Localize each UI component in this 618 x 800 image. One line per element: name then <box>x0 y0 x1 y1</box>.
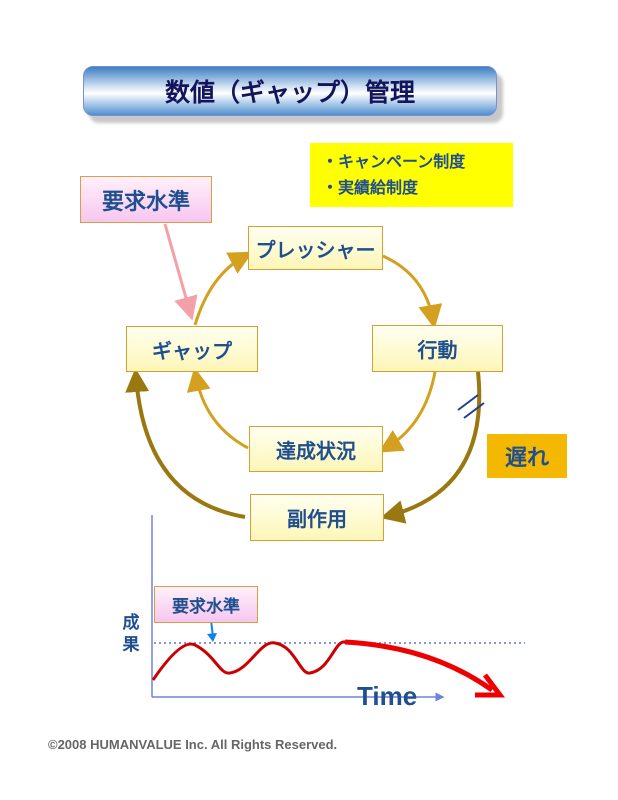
x-axis-label: Time <box>357 681 418 711</box>
note-item: ・実績給制度 <box>322 178 419 197</box>
arrow-achievement-to-gap <box>186 367 249 450</box>
delay-mark <box>457 394 479 411</box>
note-item: ・キャンペーン制度 <box>322 152 466 171</box>
delay-mark <box>463 402 485 419</box>
arrow-side-effect-to-gap <box>125 368 246 519</box>
down-arrow-head <box>207 633 217 642</box>
arrow-action-to-achievement <box>378 371 437 453</box>
arrow-requirement-to-gap <box>163 223 198 321</box>
page-title: 数値（ギャップ）管理 <box>83 66 497 116</box>
gap-box: ギャップ <box>126 326 258 372</box>
pressure-box: プレッシャー <box>248 226 383 270</box>
arrow-pressure-to-action <box>382 254 443 329</box>
achievement-box: 達成状況 <box>249 426 383 472</box>
requirement-box: 要求水準 <box>80 176 212 223</box>
incentive-note: ・キャンペーン制度 ・実績給制度 <box>310 143 513 207</box>
arrow-action-to-side-effect <box>380 371 482 524</box>
performance-curve <box>151 640 346 681</box>
chart-requirement-label: 要求水準 <box>154 586 258 623</box>
delay-label: 遅れ <box>487 434 567 478</box>
decline-arrowhead <box>475 673 505 698</box>
y-axis-label: 成果 <box>122 613 140 655</box>
side-effect-box: 副作用 <box>250 494 384 541</box>
action-box: 行動 <box>372 325 503 372</box>
copyright: ©2008 HUMANVALUE Inc. All Rights Reserve… <box>48 737 338 752</box>
performance-decline-curve <box>344 639 494 693</box>
arrow-gap-to-pressure <box>193 251 253 326</box>
